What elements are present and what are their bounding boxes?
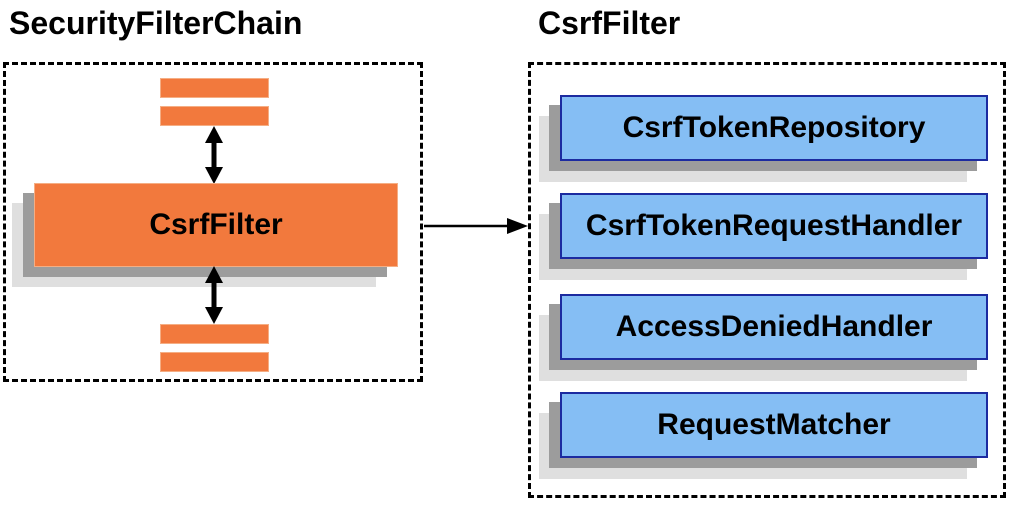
left-panel-title: SecurityFilterChain — [9, 5, 303, 41]
filter-stack-bar — [160, 106, 269, 126]
component-label: CsrfTokenRequestHandler — [585, 209, 963, 242]
component-csrf-token-repository: CsrfTokenRepository — [560, 95, 988, 161]
component-access-denied-handler: AccessDeniedHandler — [560, 294, 988, 360]
filter-stack-bar — [160, 352, 269, 372]
component-label: AccessDeniedHandler — [615, 310, 933, 343]
component-label: RequestMatcher — [657, 408, 891, 441]
csrf-filter-node-label: CsrfFilter — [149, 208, 283, 241]
csrf-filter-boundary — [528, 62, 1006, 498]
double-arrow-icon — [205, 126, 223, 184]
component-request-matcher: RequestMatcher — [560, 392, 988, 458]
filter-stack-bar — [160, 78, 269, 98]
csrf-filter-node: CsrfFilter — [34, 183, 398, 267]
component-label: CsrfTokenRepository — [622, 111, 926, 144]
double-arrow-icon — [205, 266, 223, 324]
filter-stack-bar — [160, 324, 269, 344]
flow-arrow-icon — [424, 218, 528, 234]
security-filter-chain-boundary — [3, 62, 423, 382]
component-csrf-token-request-handler: CsrfTokenRequestHandler — [560, 193, 988, 259]
right-panel-title: CsrfFilter — [538, 5, 681, 41]
